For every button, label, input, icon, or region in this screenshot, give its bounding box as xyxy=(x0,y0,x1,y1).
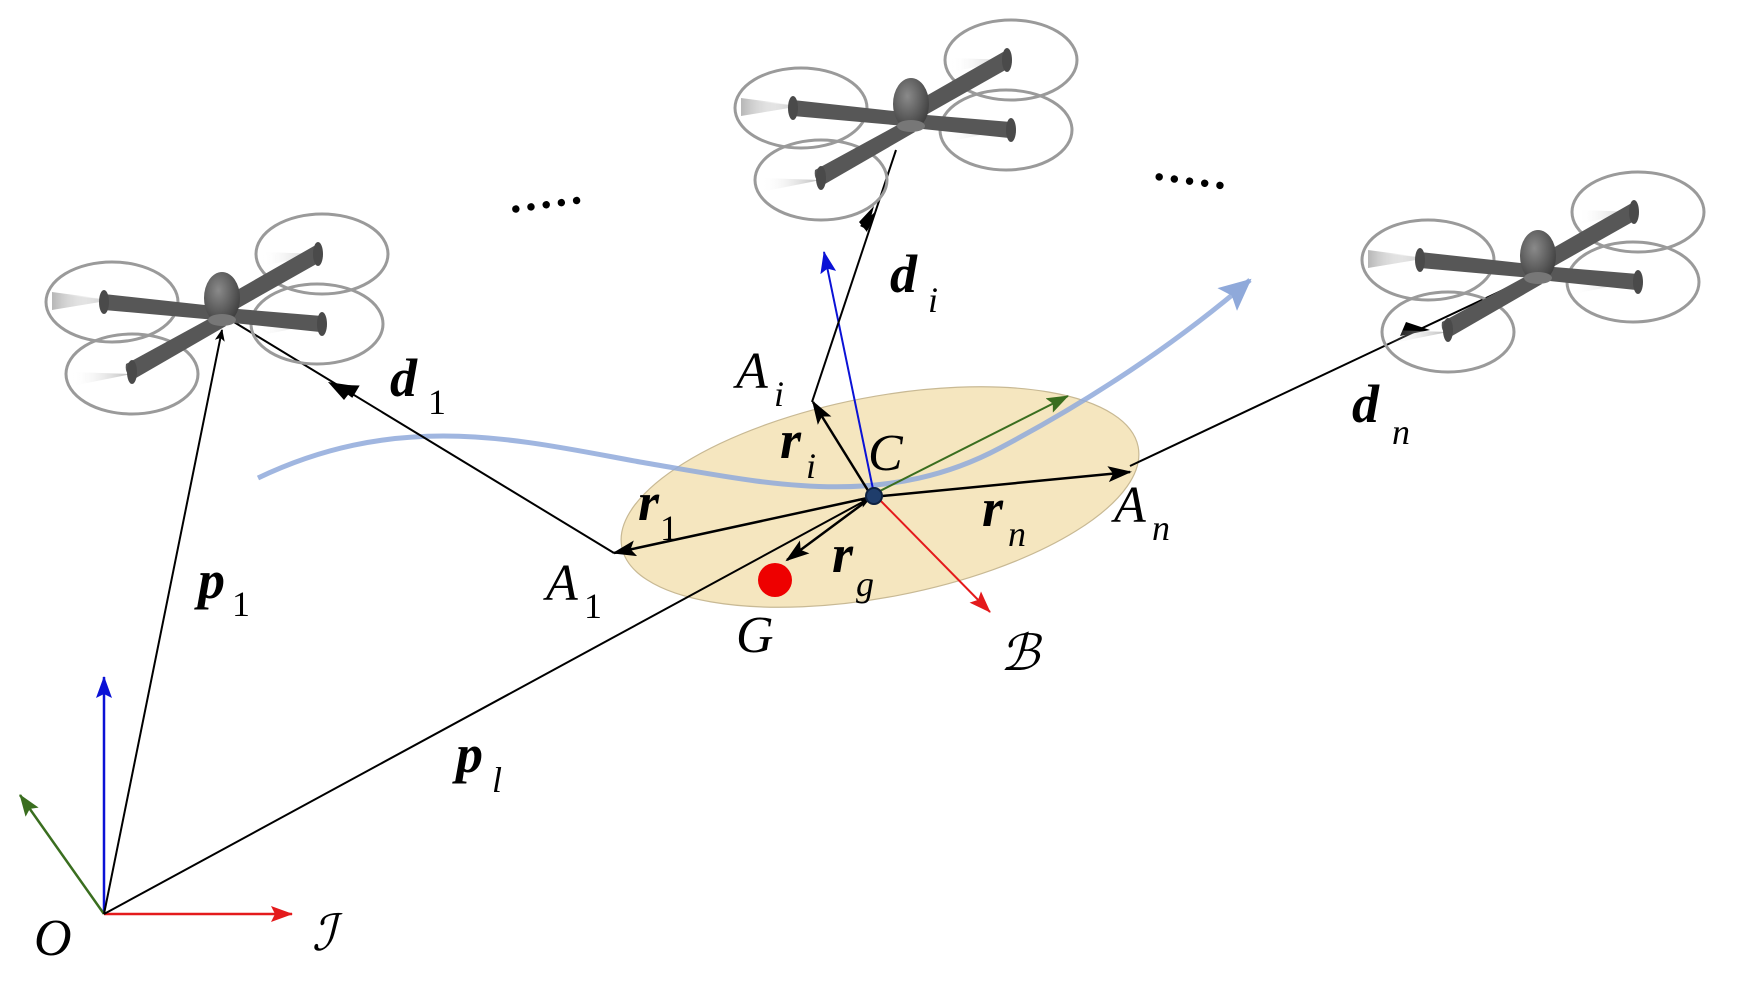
vector-r1 xyxy=(612,495,873,557)
label-Ai: A i xyxy=(733,343,784,414)
svg-text:p: p xyxy=(194,550,225,610)
svg-text:i: i xyxy=(774,374,784,414)
cable-di xyxy=(811,149,897,403)
label-body-frame: ℬ xyxy=(1000,625,1043,681)
body-y-axis xyxy=(873,395,1069,495)
trajectory-curve xyxy=(256,278,1252,490)
svg-text:n: n xyxy=(1008,514,1026,554)
label-center: C xyxy=(868,425,904,482)
center-point-c xyxy=(865,487,883,505)
vector-ri xyxy=(811,400,874,498)
cable-dn xyxy=(1129,281,1521,467)
svg-text:n: n xyxy=(1152,508,1170,548)
svg-text:A: A xyxy=(733,343,768,400)
label-origin: O xyxy=(34,910,72,967)
label-rg: r g xyxy=(832,524,874,604)
drone-i xyxy=(733,18,1079,222)
label-dn: d n xyxy=(1352,374,1410,452)
vector-p1 xyxy=(103,329,225,915)
svg-text:r: r xyxy=(638,472,660,532)
label-rn: r n xyxy=(982,478,1026,554)
cable-d1 xyxy=(223,315,615,554)
label-p1: p 1 xyxy=(194,550,250,624)
svg-text:d: d xyxy=(890,244,918,304)
svg-text:d: d xyxy=(1352,374,1380,434)
label-ri: r i xyxy=(780,410,816,486)
svg-text:r: r xyxy=(982,478,1004,538)
label-com: G xyxy=(736,607,774,664)
svg-text:p: p xyxy=(452,724,483,784)
inertial-y-axis xyxy=(18,794,106,915)
label-r1: r 1 xyxy=(638,472,678,548)
svg-text:A: A xyxy=(1111,477,1146,534)
vector-rn xyxy=(871,466,1132,499)
drone-n xyxy=(1360,170,1706,374)
svg-text:d: d xyxy=(390,348,418,408)
label-di: d i xyxy=(890,244,938,320)
svg-text:l: l xyxy=(492,760,502,800)
svg-text:r: r xyxy=(780,410,802,470)
label-A1: A 1 xyxy=(543,555,602,626)
ellipsis-left: ····· xyxy=(505,174,588,235)
ellipsis-right: ····· xyxy=(1148,150,1231,211)
svg-text:n: n xyxy=(1392,412,1410,452)
body-z-axis xyxy=(820,251,875,495)
svg-text:A: A xyxy=(543,555,578,612)
label-d1: d 1 xyxy=(390,348,446,422)
label-inertial-frame: ℐ xyxy=(312,905,343,961)
svg-text:1: 1 xyxy=(428,382,446,422)
svg-text:1: 1 xyxy=(660,508,678,548)
svg-text:i: i xyxy=(928,280,938,320)
vector-pl xyxy=(103,497,871,915)
label-An: A n xyxy=(1111,477,1170,548)
svg-text:g: g xyxy=(856,564,874,604)
body-x-axis xyxy=(873,493,991,613)
com-point-g xyxy=(758,563,792,597)
vector-rg xyxy=(785,495,873,562)
svg-text:1: 1 xyxy=(584,586,602,626)
svg-text:r: r xyxy=(832,524,854,584)
svg-text:i: i xyxy=(806,446,816,486)
label-pl: p l xyxy=(452,724,502,800)
svg-text:1: 1 xyxy=(232,584,250,624)
